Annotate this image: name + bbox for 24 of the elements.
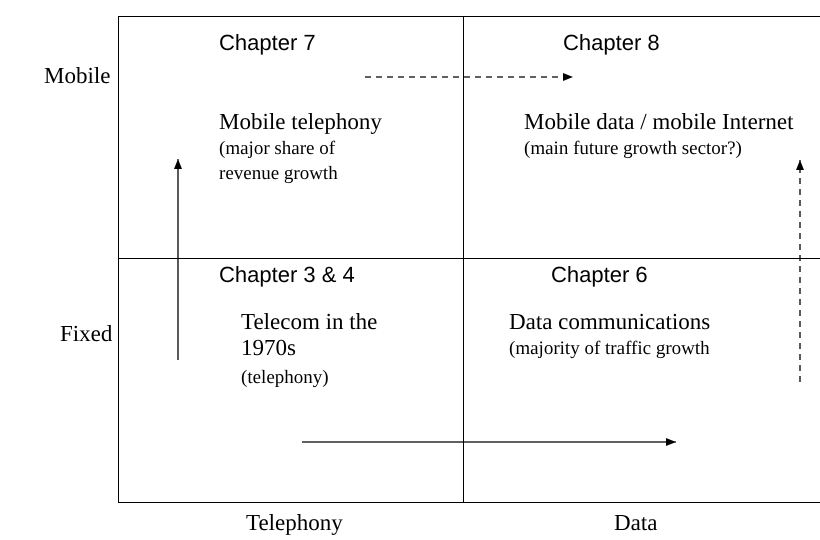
quadrant-box — [118, 16, 463, 258]
topic-note: (majority of traffic growth — [509, 337, 711, 361]
row-label: Mobile — [44, 64, 110, 87]
topic-note: (major share of revenue growth — [219, 137, 339, 186]
topic-title: Mobile telephony — [219, 109, 383, 136]
quadrant-box — [118, 258, 463, 503]
arrow — [365, 73, 573, 81]
column-label: Data — [614, 511, 658, 534]
chapter-heading: Chapter 8 — [563, 29, 661, 56]
topic-title: Data communications — [509, 309, 712, 336]
chapter-heading: Chapter 6 — [551, 261, 649, 288]
topic-title: Mobile data / mobile Internet — [524, 109, 795, 136]
arrow — [302, 438, 676, 446]
quadrant-box — [463, 16, 820, 258]
chapter-heading: Chapter 3 & 4 — [219, 261, 356, 288]
column-label: Telephony — [246, 511, 343, 534]
arrow — [174, 159, 182, 360]
topic-note: (telephony) — [241, 366, 330, 390]
chapter-heading: Chapter 7 — [219, 29, 317, 56]
topic-title: Telecom in the 1970s — [241, 309, 378, 362]
row-label: Fixed — [60, 322, 112, 345]
arrow — [796, 160, 804, 382]
topic-note: (main future growth sector?) — [524, 137, 743, 161]
quadrant-box — [463, 258, 820, 503]
